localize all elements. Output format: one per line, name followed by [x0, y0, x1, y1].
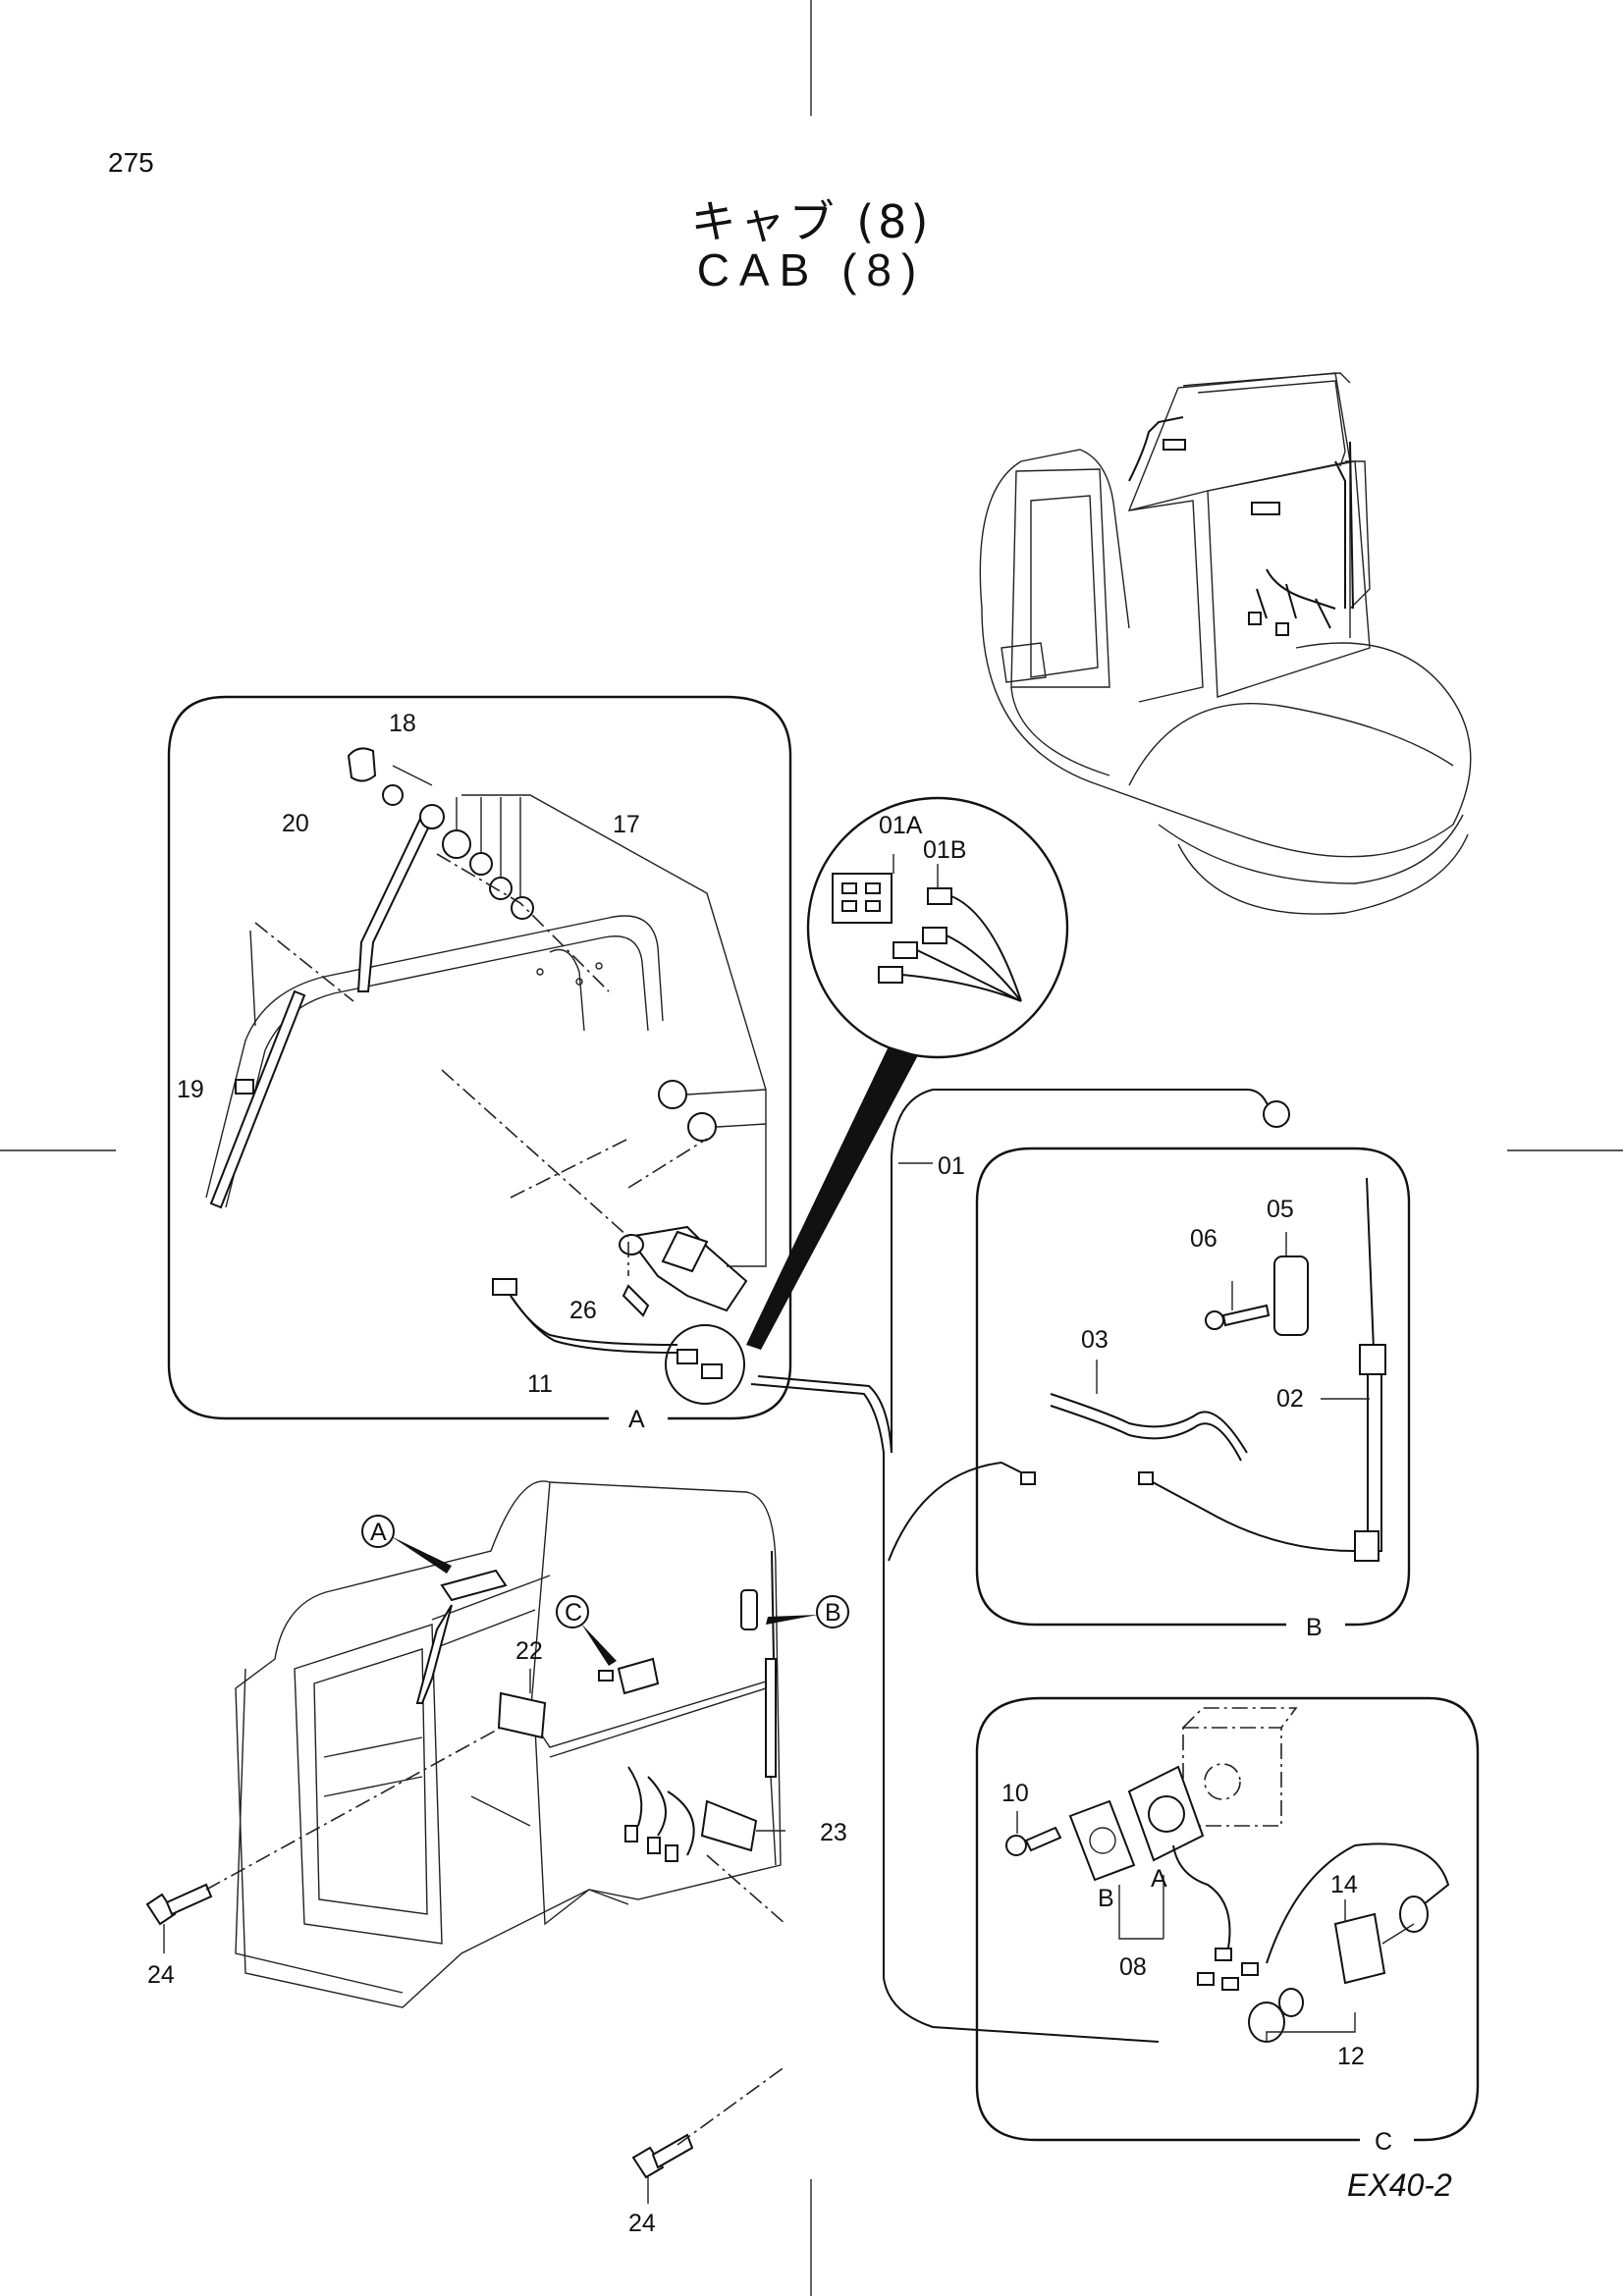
- cab-callout-c: C: [565, 1599, 582, 1627]
- label-part-12: 12: [1337, 2043, 1365, 2070]
- label-part-19: 19: [177, 1076, 204, 1103]
- title-japanese: キャブ (8): [690, 195, 933, 248]
- label-part-24-right: 24: [628, 2210, 656, 2237]
- label-part-08-a: A: [1151, 1865, 1167, 1893]
- detail-view-a: [167, 695, 792, 1433]
- label-part-01a: 01A: [879, 812, 923, 839]
- label-part-17: 17: [613, 811, 640, 838]
- connector-callout: [746, 796, 1069, 1350]
- label-part-11: 11: [527, 1370, 553, 1398]
- label-part-24-left: 24: [147, 1961, 175, 1989]
- label-part-20: 20: [282, 810, 309, 837]
- view-marker-a: A: [628, 1406, 645, 1433]
- cab-callout-a: A: [370, 1519, 387, 1546]
- view-markers: A B C A C B: [370, 1406, 1392, 2156]
- label-part-14: 14: [1330, 1871, 1358, 1898]
- detail-view-c: [975, 1696, 1480, 2156]
- detail-view-b: [975, 1147, 1411, 1641]
- label-part-08-b: B: [1098, 1885, 1114, 1912]
- label-part-01: 01: [938, 1152, 965, 1180]
- label-part-03: 03: [1081, 1326, 1109, 1354]
- cab-callout-b: B: [825, 1599, 841, 1627]
- machine-overview-illustration: [979, 372, 1472, 915]
- model-code: EX40-2: [1347, 2167, 1452, 2203]
- part-labels: 18 20 17 19 26 11 01A 01B 01 05 06 03 02…: [147, 710, 1365, 2237]
- label-part-06: 06: [1190, 1225, 1217, 1253]
- title-english: CAB (8): [696, 244, 927, 295]
- label-part-08: 08: [1119, 1953, 1147, 1981]
- label-part-22: 22: [515, 1637, 543, 1665]
- view-marker-c: C: [1375, 2128, 1392, 2156]
- label-part-18: 18: [389, 710, 416, 737]
- label-part-23: 23: [820, 1819, 847, 1846]
- cab-installation-illustration: [145, 1480, 849, 2204]
- label-part-01b: 01B: [923, 836, 966, 864]
- page-number: 275: [108, 147, 154, 178]
- label-part-26: 26: [569, 1297, 597, 1324]
- view-marker-b: B: [1306, 1614, 1323, 1641]
- label-part-02: 02: [1276, 1385, 1304, 1413]
- label-part-10: 10: [1001, 1780, 1029, 1807]
- label-part-05: 05: [1267, 1196, 1294, 1223]
- main-harness: [750, 1089, 1290, 2043]
